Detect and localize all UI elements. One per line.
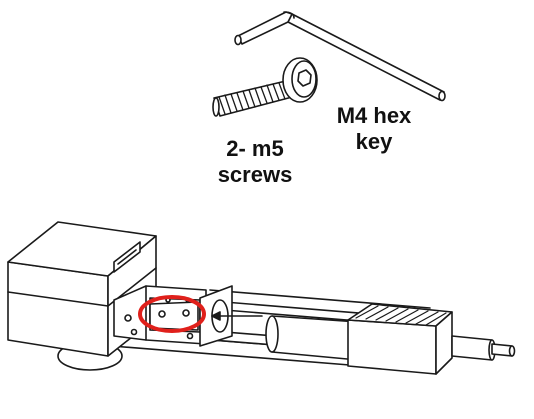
screws-label: 2- m5 screws bbox=[200, 136, 310, 188]
screws-label-line2: screws bbox=[217, 162, 293, 187]
screw-icon bbox=[212, 57, 318, 117]
collar-block bbox=[199, 285, 263, 347]
hex-key-label-line1: M4 hex bbox=[336, 103, 412, 128]
screw-plate bbox=[149, 297, 199, 331]
highlight-circle bbox=[138, 295, 206, 333]
screws-label-line1: 2- m5 bbox=[226, 136, 284, 161]
cylinder-tube bbox=[265, 315, 359, 361]
hex-key-icon bbox=[234, 11, 446, 102]
output-shaft bbox=[451, 335, 516, 361]
hex-key-label: M4 hex key bbox=[318, 103, 430, 155]
hex-key-label-line2: key bbox=[355, 129, 393, 154]
hatched-block bbox=[347, 303, 453, 375]
